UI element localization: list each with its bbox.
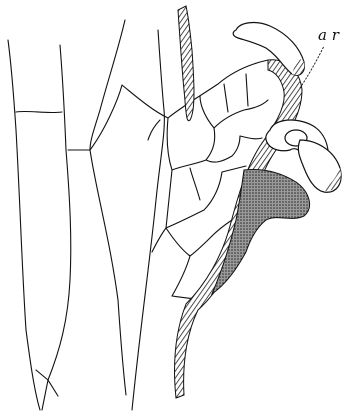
crossvein-left — [16, 111, 62, 112]
vein-fourth — [132, 30, 164, 410]
vein-left-outer — [8, 40, 40, 410]
stippled-lobe — [212, 170, 310, 295]
vein-third — [90, 20, 126, 395]
cell-network — [90, 60, 268, 299]
costal-band — [178, 6, 194, 121]
vein-left-inner — [48, 45, 71, 380]
label-ar: a r — [318, 26, 340, 44]
vein-fork-bottom — [36, 370, 58, 410]
